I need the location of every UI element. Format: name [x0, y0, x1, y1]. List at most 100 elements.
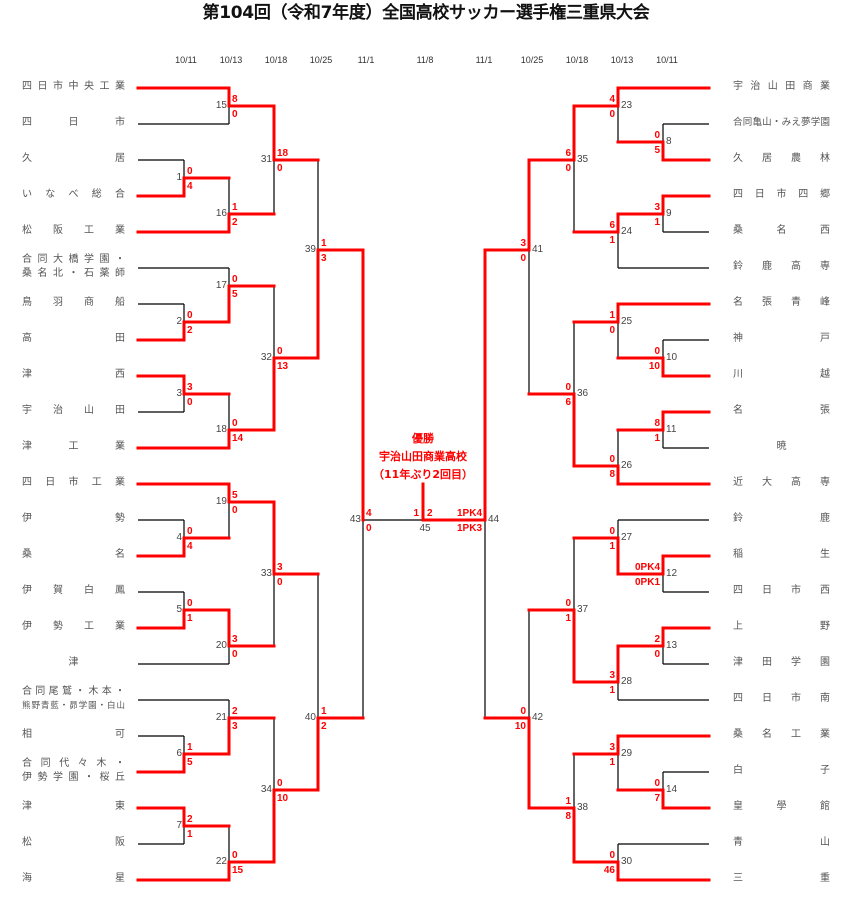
champion-note: （11年ぶり2回目） — [373, 468, 473, 481]
match-number: 25 — [621, 316, 633, 327]
round-date-left-2: 10/13 — [219, 55, 243, 65]
team-name: 高田 — [22, 333, 125, 344]
score-bottom: 10 — [514, 721, 526, 732]
score-bottom: 2 — [232, 217, 238, 228]
team-name: 伊賀白鳳 — [22, 585, 125, 596]
score-bottom: 6 — [565, 397, 571, 408]
score-top: 0 — [187, 598, 193, 609]
team-name: 鈴鹿 — [733, 513, 830, 524]
score-top: 1PK4 — [456, 508, 482, 519]
match-number: 10 — [666, 352, 678, 363]
match-number: 9 — [666, 208, 672, 219]
team-name: 伊勢 — [22, 513, 125, 524]
score-top: 4 — [366, 508, 372, 519]
score-top: 6 — [565, 148, 571, 159]
score-top: 8 — [232, 94, 238, 105]
team-name: 白子 — [733, 765, 830, 776]
team-name: 松阪工業 — [22, 225, 125, 236]
match-number: 16 — [215, 208, 227, 219]
match-number: 6 — [176, 748, 182, 759]
score-top: 3 — [609, 670, 615, 681]
team-name: 久居農林 — [733, 153, 830, 164]
score-top: 0 — [232, 418, 238, 429]
loser-lines — [138, 106, 709, 862]
score-bottom: 4 — [187, 181, 193, 192]
team-name: 川越 — [733, 369, 830, 380]
match-number: 20 — [215, 640, 227, 651]
score-top: 2 — [654, 634, 660, 645]
round-date-right-4: 10/25 — [520, 55, 544, 65]
score-bottom: 0 — [565, 163, 571, 174]
match-number: 3 — [176, 388, 182, 399]
score-bottom: 7 — [654, 793, 660, 804]
round-date-right-5: 11/1 — [475, 55, 493, 65]
score-top: 4 — [609, 94, 615, 105]
score-bottom: 1 — [609, 235, 615, 246]
team-name: 四日市工業 — [22, 477, 125, 488]
score-top: 0 — [187, 526, 193, 537]
team-name: 宇治山田商業 — [733, 81, 830, 92]
score-bottom: 1 — [654, 433, 660, 444]
score-bottom: 0 — [232, 649, 238, 660]
match-number: 43 — [349, 514, 361, 525]
team-name: 暁 — [776, 441, 787, 452]
match-number: 1 — [176, 172, 182, 183]
match-number: 36 — [577, 388, 589, 399]
score-top: 0 — [187, 310, 193, 321]
score-bottom: 1 — [609, 685, 615, 696]
score-bottom: 0 — [366, 523, 372, 534]
score-top: 0 — [277, 778, 283, 789]
team-name: 宇治山田 — [22, 405, 125, 416]
team-name: 松阪 — [22, 837, 125, 848]
match-number: 35 — [577, 154, 589, 165]
match-number: 11 — [666, 424, 677, 435]
score-top: 0 — [565, 382, 571, 393]
match-number: 39 — [304, 244, 316, 255]
champion-school: 宇治山田商業高校 — [379, 450, 467, 463]
team-name: 桑名西 — [733, 225, 830, 236]
page-title: 第104回（令和7年度）全国高校サッカー選手権三重県大会 — [202, 3, 650, 23]
team-name: 桑名北・石薬師 — [22, 268, 125, 279]
team-name: 桑名工業 — [733, 729, 830, 740]
score-top: 1 — [187, 742, 193, 753]
team-name: 四日市南 — [733, 693, 830, 704]
score-bottom: 10 — [277, 793, 289, 804]
score-bottom: 13 — [277, 361, 289, 372]
match-number: 26 — [621, 460, 633, 471]
score-bottom: 5 — [187, 757, 193, 768]
match-number: 30 — [621, 856, 633, 867]
score-bottom: 14 — [232, 433, 244, 444]
match-number: 27 — [621, 532, 633, 543]
team-name: 鈴鹿高専 — [733, 261, 830, 272]
champion-banner: 優勝 宇治山田商業高校 （11年ぶり2回目） — [343, 431, 503, 485]
team-name: 四日市 — [22, 117, 125, 128]
score-top: 0 — [232, 274, 238, 285]
round-date-right-1: 10/11 — [656, 55, 678, 65]
match-number: 5 — [176, 604, 182, 615]
team-name: 津東 — [22, 801, 125, 812]
score-bottom: 8 — [565, 811, 571, 822]
match-number: 29 — [621, 748, 633, 759]
team-name: 伊勢学園・桜丘 — [22, 772, 125, 783]
team-name: 合同尾鷲・木本・ — [22, 686, 125, 697]
winner-path-lines — [136, 86, 711, 882]
team-name: 近大高専 — [733, 477, 830, 488]
score-top: 0 — [277, 346, 283, 357]
score-bottom: 2 — [187, 325, 193, 336]
team-name: 皇學館 — [733, 801, 830, 812]
score-bottom: 15 — [232, 865, 244, 876]
score-top: 0 — [654, 130, 660, 141]
score-bottom: 0PK1 — [634, 577, 660, 588]
score-bottom: 1 — [565, 613, 571, 624]
score-bottom: 0 — [277, 577, 283, 588]
score-bottom: 1 — [187, 613, 193, 624]
score-top: 3 — [654, 202, 660, 213]
match-number: 18 — [215, 424, 227, 435]
team-name: 相可 — [22, 729, 125, 740]
final-match-number: 45 — [419, 523, 431, 534]
team-name: 熊野青藍・昴学園・白山 — [22, 701, 125, 711]
team-name: いなべ総合 — [22, 189, 125, 200]
round-date-left-5: 11/1 — [357, 55, 375, 65]
team-name: 久居 — [22, 153, 125, 164]
